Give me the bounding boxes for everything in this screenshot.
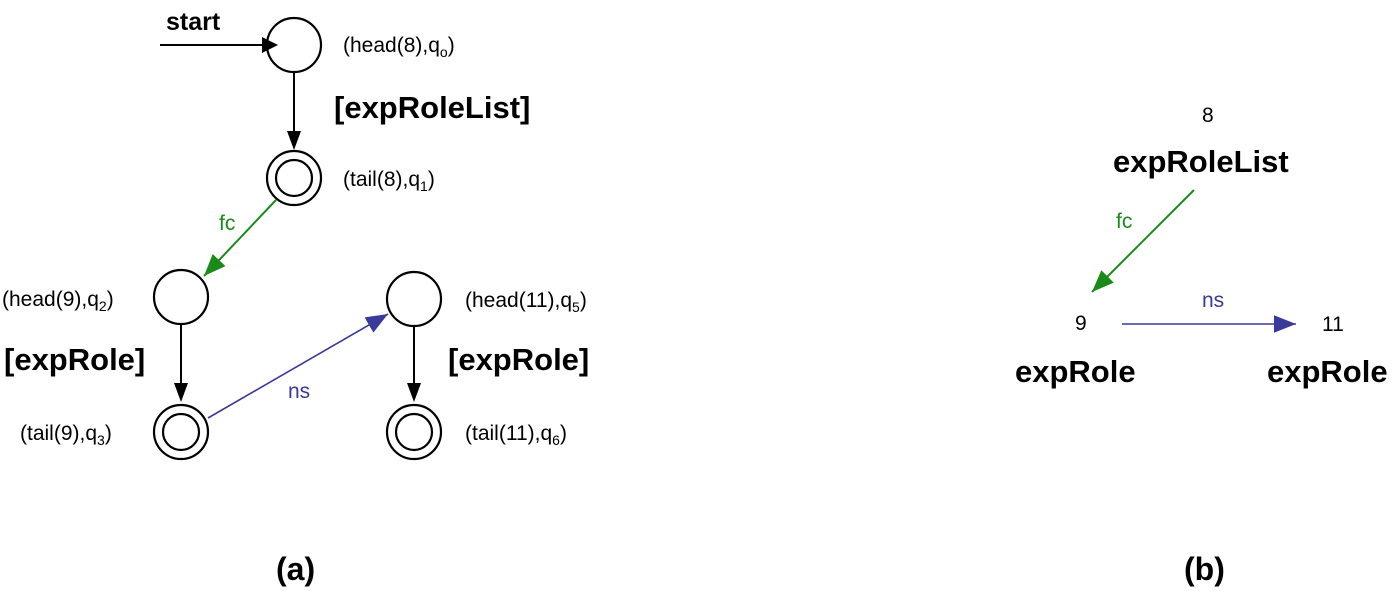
node-label-expRole-11: expRole — [1267, 354, 1388, 389]
caption-a: (a) — [276, 551, 315, 587]
automaton-diagram: start (head(8),qo) [expRoleList] (tail(8… — [2, 8, 589, 587]
caption-b: (b) — [1184, 551, 1225, 587]
state-label-tail9-q3: (tail(9),q3) — [20, 422, 112, 448]
arrowhead-s5-s6 — [407, 383, 421, 402]
state-tail8-q1-inner — [274, 158, 314, 198]
state-head11-q5 — [385, 270, 443, 328]
transition-s1-s2-fc — [203, 199, 277, 277]
state-tail9-q3 — [152, 403, 210, 461]
node-label-expRole-9: expRole — [1015, 354, 1136, 389]
transition-label-fc: fc — [219, 212, 235, 235]
edge-label-fc: fc — [1116, 210, 1132, 233]
arrowhead-s2-s3 — [174, 383, 188, 402]
node-number-9: 9 — [1075, 312, 1087, 335]
arrowhead-s0-s1 — [287, 131, 301, 150]
start-label: start — [166, 8, 221, 36]
node-label-expRoleList: expRoleList — [1113, 144, 1289, 179]
state-label-tail11-q6: (tail(11),q6) — [465, 422, 567, 448]
tree-diagram: 8 expRoleList fc 9 expRole ns 11 expRole… — [1015, 104, 1388, 587]
state-head9-q2 — [152, 268, 210, 326]
start-arrowhead — [262, 37, 278, 53]
edge-label-ns: ns — [1202, 289, 1224, 312]
state-tail9-q3-inner — [161, 412, 201, 452]
node-number-11: 11 — [1322, 313, 1344, 336]
state-tail11-q6 — [385, 403, 443, 461]
state-label-head11-q5: (head(11),q5) — [465, 289, 587, 315]
state-label-tail8-q1: (tail(8),q1) — [343, 168, 435, 194]
state-tail11-q6-inner — [394, 412, 434, 452]
state-tail8-q1 — [265, 149, 323, 207]
edge-8-9-fc — [1091, 189, 1195, 293]
transition-label-expRole-left: [expRole] — [4, 342, 145, 377]
state-label-head8-q0: (head(8),qo) — [343, 34, 455, 60]
transition-s3-s5-ns — [207, 313, 389, 419]
state-label-head9-q2: (head(9),q2) — [2, 288, 114, 314]
transition-label-expRoleList: [expRoleList] — [334, 90, 530, 125]
node-number-8: 8 — [1202, 104, 1214, 127]
transition-label-expRole-right: [expRole] — [448, 342, 589, 377]
transition-label-ns: ns — [288, 380, 310, 403]
